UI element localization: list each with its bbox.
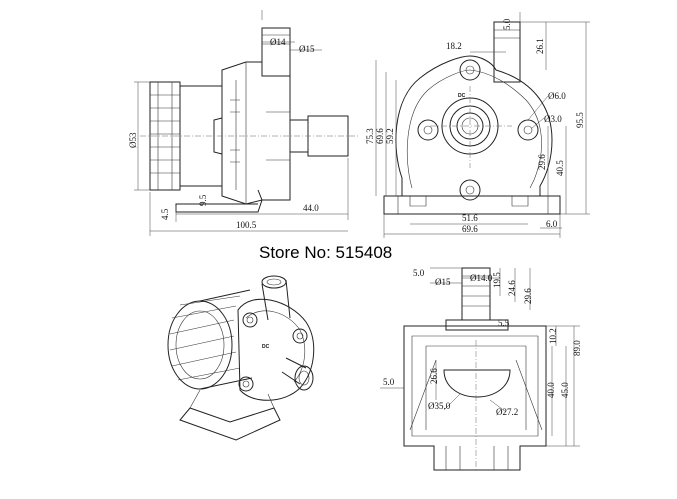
dim-bowl-diameter: Ø35.0 xyxy=(428,401,451,411)
brand-logo-front: DC xyxy=(458,93,466,99)
dim-height-95: 95.5 xyxy=(575,112,585,128)
dim-len-29: 29.6 xyxy=(523,288,533,304)
dim-outlet-diameter: Ø14.0 xyxy=(470,273,493,283)
dim-left-offset: 5.0 xyxy=(383,377,395,387)
dim-total-89: 89.0 xyxy=(572,340,582,356)
dim-outlet-collar: Ø15 xyxy=(435,277,451,287)
side-view: Ø14 Ø15 Ø53 9.5 4.5 44.0 100.5 xyxy=(128,10,358,236)
dim-len-40: 40.0 xyxy=(546,382,556,398)
dim-height-59: 59.2 xyxy=(385,128,395,144)
dim-base-outer: 69.6 xyxy=(462,224,478,234)
dim-foot-step: 6.0 xyxy=(546,219,558,229)
dim-inner-diameter: Ø27.2 xyxy=(496,407,518,417)
dim-len-10: 10.2 xyxy=(548,328,558,344)
dim-offset-55: 5.5 xyxy=(498,318,510,328)
dim-stub: 5.0 xyxy=(413,268,425,278)
dim-foot-offset: 9.5 xyxy=(198,194,208,206)
dim-len-26: 26.6 xyxy=(429,368,439,384)
dim-height-69: 69.6 xyxy=(375,128,385,144)
dim-center-height: 29.6 xyxy=(537,154,547,170)
dim-hole-small: Ø3.0 xyxy=(544,114,562,124)
dim-shaft-length: 44.0 xyxy=(303,203,319,213)
dim-top-stub: 5.0 xyxy=(502,18,512,30)
dim-inlet-collar: Ø15 xyxy=(299,44,315,54)
dim-hole-diameter: Ø6.0 xyxy=(548,91,566,101)
top-view: 5.0 Ø14.0 Ø15 19.5 24.6 29.6 5.5 10.2 89… xyxy=(380,267,582,471)
store-watermark: Store No: 515408 xyxy=(259,243,392,262)
store-watermark-outline: Store No: 515408 xyxy=(259,243,392,262)
dim-motor-diameter: Ø53 xyxy=(128,132,138,148)
front-view: DC 5.0 18.2 26.1 75.3 69.6 59.2 Ø6.0 Ø3.… xyxy=(365,12,590,238)
dim-foot-height: 4.5 xyxy=(160,208,170,220)
pump-isometric-view: DC xyxy=(167,275,315,441)
dim-outlet-offset: 18.2 xyxy=(446,41,462,51)
brand-logo-iso: DC xyxy=(262,344,270,350)
dim-overall-length: 100.5 xyxy=(236,220,257,230)
dim-outlet-height: 26.1 xyxy=(535,38,545,54)
dim-base-inner: 51.6 xyxy=(462,213,478,223)
dim-inlet-diameter: Ø14 xyxy=(270,37,286,47)
dim-height-75: 75.3 xyxy=(365,128,375,144)
dim-len-24: 24.6 xyxy=(507,280,517,296)
dim-len-19: 19.5 xyxy=(492,272,502,288)
dim-height-40: 40.5 xyxy=(555,160,565,176)
dim-len-45: 45.0 xyxy=(560,382,570,398)
